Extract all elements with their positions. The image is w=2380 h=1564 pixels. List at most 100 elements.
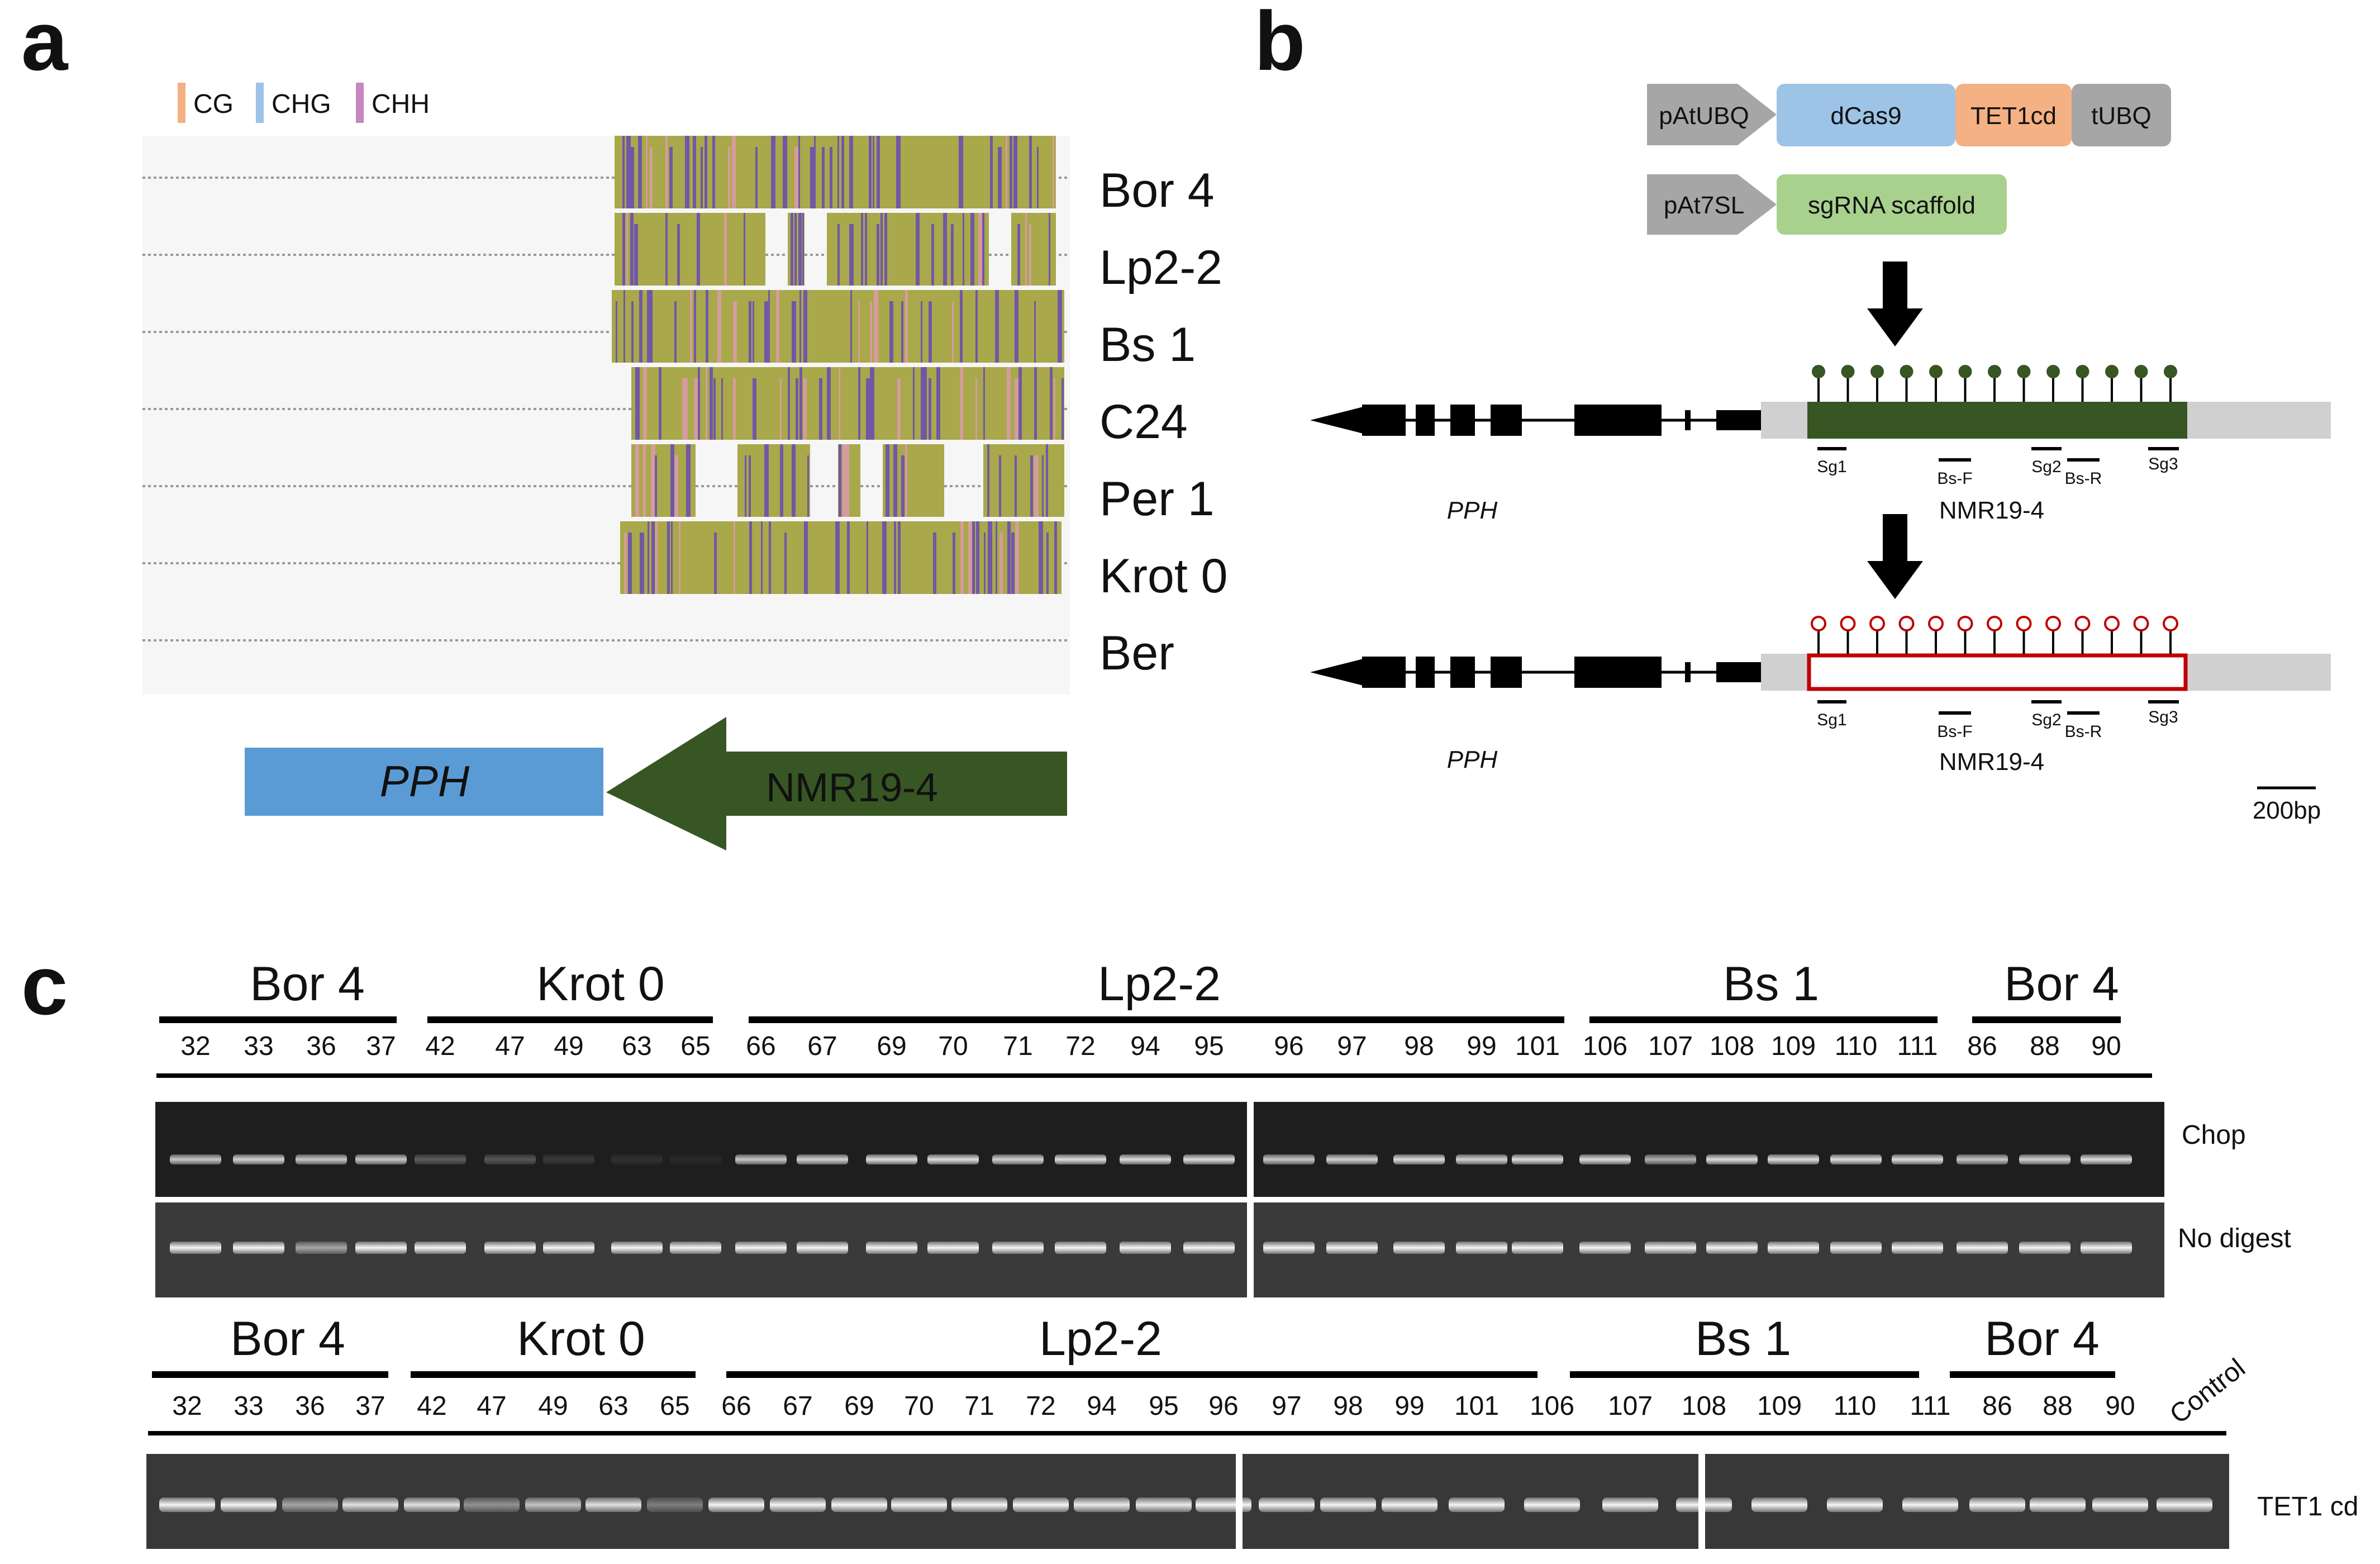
locus-markers: Sg1 Bs-F Sg2 Bs-R Sg3 [1817, 447, 2179, 488]
lane-number: 86 [1967, 1031, 1997, 1061]
gel-band [1320, 1498, 1376, 1512]
methylation-stripe [882, 521, 887, 594]
lane-number: 32 [180, 1031, 210, 1061]
methylation-stripe [651, 444, 655, 517]
methylation-stripe [968, 521, 972, 594]
methylation-stripe [929, 378, 931, 440]
gel-band [159, 1498, 215, 1512]
lane-number: 95 [1149, 1391, 1178, 1421]
accession-label: Lp2-2 [1099, 241, 1222, 294]
methylation-stripe [972, 521, 975, 594]
methylated-site [2164, 365, 2177, 378]
pph-gene-label: PPH [380, 757, 470, 806]
methylation-stripe [796, 378, 798, 440]
gel-band [866, 1242, 917, 1254]
methylation-stripe [931, 224, 934, 286]
gel-band [670, 1154, 721, 1164]
methylation-stripe [698, 367, 700, 440]
group-label: Krot 0 [536, 957, 664, 1011]
methylation-stripe [1054, 378, 1055, 440]
methylation-stripe [749, 455, 751, 517]
accession-labels: Bor 4 Lp2-2 Bs 1 C24 Per 1 Krot 0 Ber [1099, 164, 1227, 680]
lane-number: 108 [1710, 1031, 1754, 1061]
methylation-stripe [847, 521, 850, 594]
methylation-stripe [638, 136, 642, 208]
methylation-stripe [1015, 378, 1018, 440]
lane-number: 63 [622, 1031, 651, 1061]
methylation-stripe [1007, 367, 1011, 440]
gel-band [735, 1242, 787, 1254]
gel-band [1382, 1498, 1437, 1512]
dcas9-label: dCas9 [1830, 102, 1901, 130]
lane-number: 37 [366, 1031, 396, 1061]
lane-number: 111 [1910, 1391, 1951, 1421]
methylation-stripe [792, 444, 796, 517]
methylation-stripe [648, 521, 649, 594]
lane-number: 49 [538, 1391, 568, 1421]
methylation-stripe [1034, 455, 1039, 517]
methylation-stripe [794, 147, 798, 208]
gel-band [1055, 1242, 1106, 1254]
lane-number: 70 [938, 1031, 968, 1061]
locus-methylated [1310, 365, 2331, 439]
methylation-stripe [643, 367, 647, 440]
gel-band [992, 1154, 1044, 1164]
methylated-site [2134, 365, 2148, 378]
lane-number: 109 [1757, 1391, 1802, 1421]
gel-band [1013, 1498, 1069, 1512]
methylation-stripe [1046, 444, 1048, 517]
methylation-stripe [850, 290, 852, 363]
methylation-stripe [651, 521, 655, 594]
gel-band [170, 1242, 221, 1254]
unmethylated-site [2163, 616, 2178, 631]
methylation-stripe [959, 136, 963, 208]
methylation-stripe [839, 367, 840, 440]
lane-number: 36 [306, 1031, 336, 1061]
pph-gene-label: PPH [1447, 497, 1498, 524]
gel-band [1645, 1242, 1696, 1254]
methylation-stripe [996, 521, 997, 594]
gel-band [1579, 1242, 1631, 1254]
methylation-stripe [1037, 147, 1039, 208]
methylation-stripe [921, 367, 925, 440]
gel-band [1449, 1498, 1505, 1512]
lane-number: 66 [746, 1031, 775, 1061]
methylation-stripe [1049, 213, 1050, 286]
methylation-stripe [886, 444, 889, 517]
methylation-stripe [734, 521, 735, 594]
methylation-stripe [1015, 455, 1017, 517]
gel-band [1074, 1498, 1130, 1512]
methylation-stripe [733, 378, 736, 440]
methylation-stripe [951, 224, 954, 286]
methylation-stripe [780, 378, 782, 440]
gel-band [611, 1242, 663, 1254]
lane-number: 42 [425, 1031, 455, 1061]
gel1-chop-image [155, 1102, 2164, 1197]
methylation-stripe [780, 444, 783, 517]
methylation-stripe [999, 533, 1003, 594]
lane-number: 33 [244, 1031, 273, 1061]
marker-sg3: Sg3 [2148, 708, 2178, 726]
methylation-stripe [749, 521, 752, 594]
methylation-stripe [764, 444, 769, 517]
gel1-row-label-no-digest: No digest [2178, 1224, 2291, 1253]
gel-band [1579, 1154, 1631, 1164]
gel-band [2157, 1498, 2212, 1512]
methylation-stripe [616, 301, 617, 363]
methylation-stripe [810, 147, 814, 208]
methylation-stripe [1010, 136, 1012, 208]
methylation-stripe [1025, 213, 1027, 286]
methylation-lollipops [1812, 365, 2177, 402]
methylation-stripe [685, 136, 689, 208]
methylation-stripe [713, 378, 716, 440]
sgrna-scaffold-label: sgRNA scaffold [1808, 192, 1976, 219]
methylation-stripe [1034, 367, 1037, 440]
methylation-gap [696, 444, 737, 517]
methylation-stripe [1058, 290, 1062, 363]
methylation-stripe [803, 378, 807, 440]
legend-label-cg: CG [193, 89, 234, 119]
methylation-block [631, 367, 1064, 440]
gel-band [1055, 1154, 1106, 1164]
gel-band [831, 1498, 887, 1512]
group-label: Krot 0 [517, 1312, 645, 1366]
